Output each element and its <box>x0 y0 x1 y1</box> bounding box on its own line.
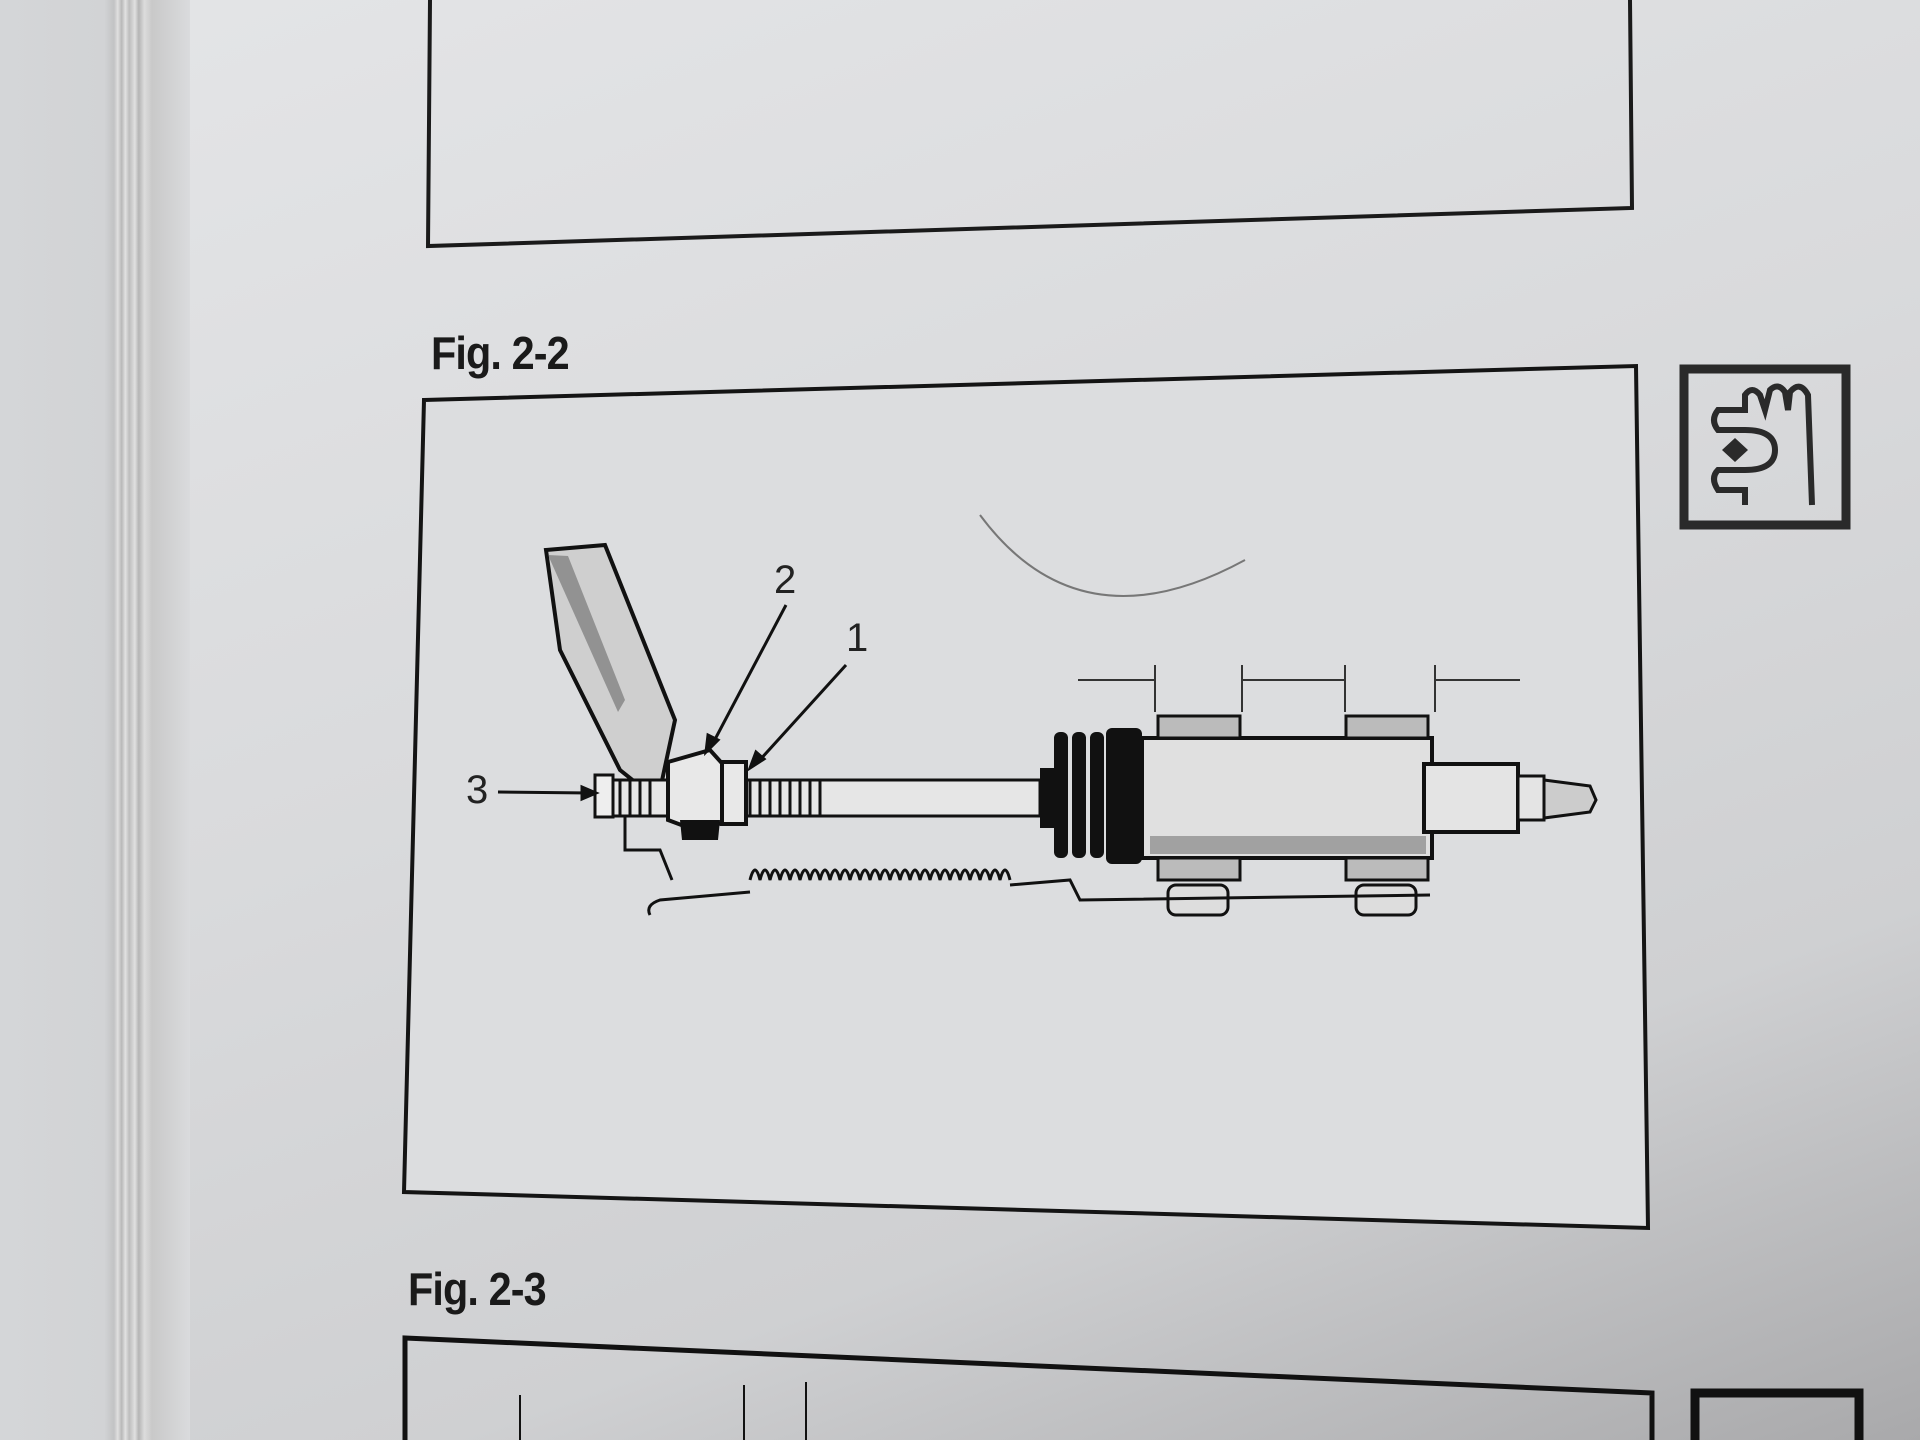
fig-2-3-label: Fig. 2-3 <box>408 1263 547 1315</box>
tool-icon-partial <box>1690 1388 1864 1440</box>
fig-2-1-frame <box>425 0 1635 249</box>
callout-2: 2 <box>774 558 797 602</box>
page-stack-edge <box>0 0 190 1440</box>
nut-2 <box>666 747 730 835</box>
fig-2-2-label: Fig. 2-2 <box>431 327 570 379</box>
hand-tool-icon <box>1679 364 1851 530</box>
locknut-1 <box>720 760 748 826</box>
callout-1: 1 <box>846 616 869 660</box>
callout-3: 3 <box>466 768 489 812</box>
disc-stack <box>1040 728 1142 864</box>
fig-2-3-frame <box>402 1335 1655 1440</box>
return-spring <box>748 868 1012 881</box>
